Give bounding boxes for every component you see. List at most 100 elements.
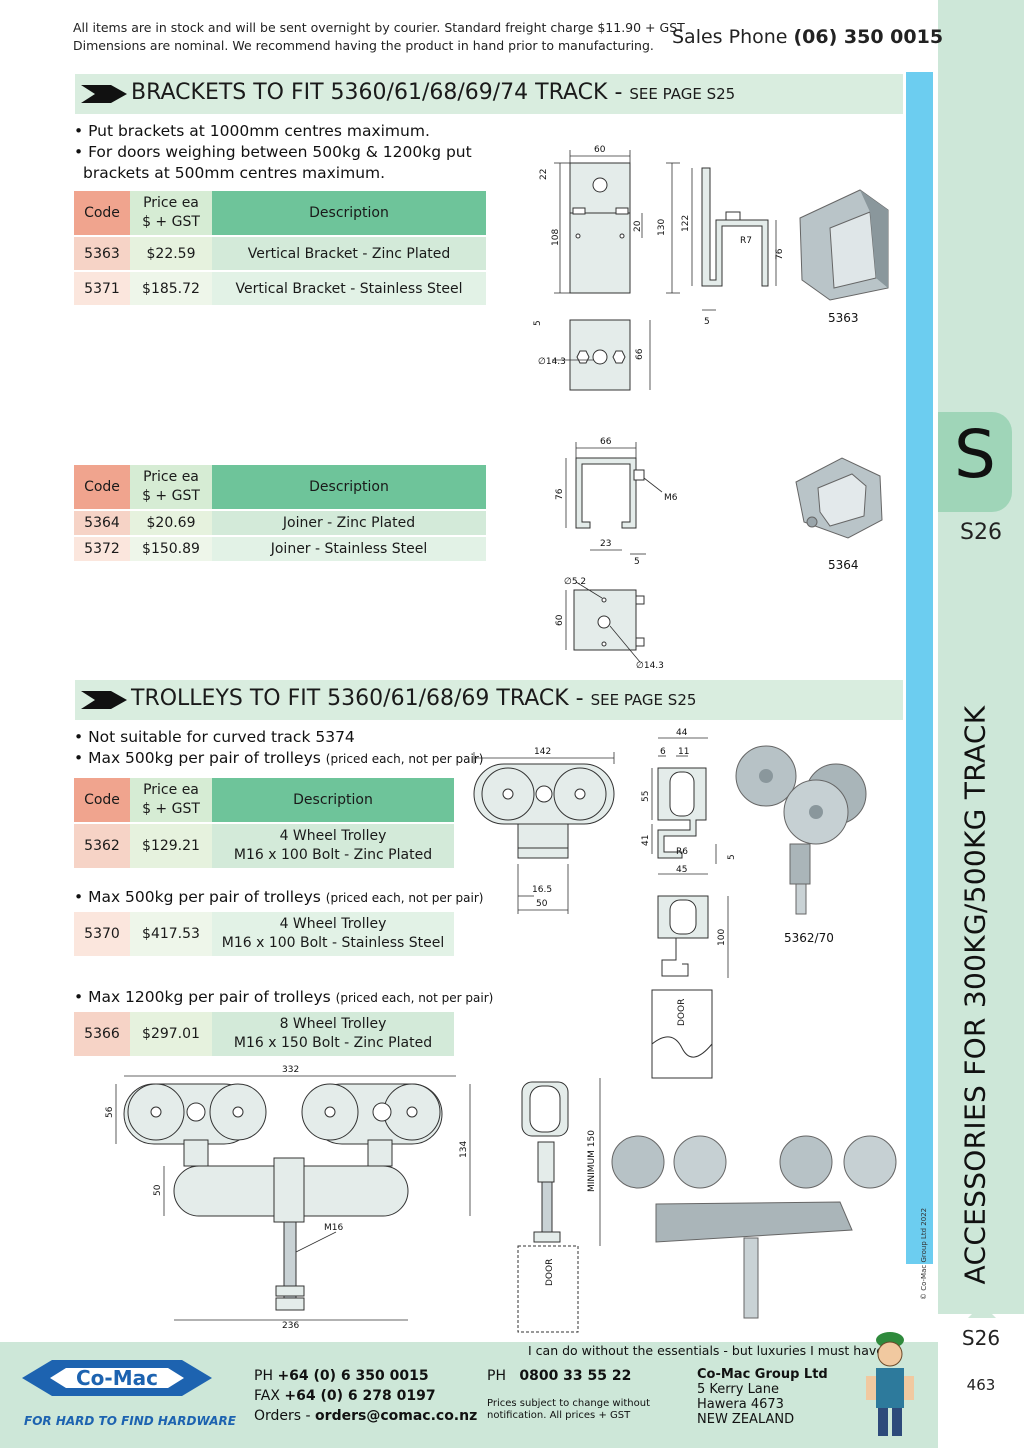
svg-text:122: 122: [681, 215, 691, 232]
col-price-line2: $ + GST: [142, 801, 200, 817]
svg-text:66: 66: [635, 348, 645, 360]
svg-text:5: 5: [727, 854, 737, 860]
page-number: 463: [966, 1376, 996, 1394]
cell-price: $150.89: [130, 537, 212, 561]
cell-price: $129.21: [130, 824, 212, 868]
table-row[interactable]: 5363 $22.59 Vertical Bracket - Zinc Plat…: [74, 237, 486, 270]
orders-email[interactable]: orders@comac.co.nz: [315, 1408, 478, 1424]
bullet-item: brackets at 500mm centres maximum.: [83, 164, 386, 182]
col-description: Description: [212, 778, 454, 822]
fax-line: FAX +64 (0) 6 278 0197: [254, 1386, 477, 1406]
cell-code: 5363: [74, 237, 130, 270]
svg-text:11: 11: [678, 747, 689, 757]
mascot-icon: [866, 1332, 914, 1436]
table-row[interactable]: 5364 $20.69 Joiner - Zinc Plated: [74, 511, 486, 535]
sales-phone: Sales Phone(06) 350 0015: [672, 26, 943, 48]
svg-text:∅5.2: ∅5.2: [564, 577, 586, 587]
brackets-title-text: BRACKETS TO FIT 5360/61/68/69/74 TRACK -: [131, 80, 623, 105]
notice-line-1: All items are in stock and will be sent …: [73, 20, 685, 35]
page-code: S26: [961, 1326, 1001, 1350]
svg-text:60: 60: [555, 614, 565, 626]
svg-text:DOOR: DOOR: [677, 999, 687, 1026]
bullet-item: • Max 500kg per pair of trolleys (priced…: [74, 887, 483, 909]
cell-code: 5362: [74, 824, 130, 868]
svg-text:41: 41: [641, 835, 651, 846]
col-price-line2: $ + GST: [142, 214, 200, 230]
svg-text:DOOR: DOOR: [545, 1259, 555, 1286]
col-price-line1: Price ea: [143, 469, 199, 485]
svg-text:142: 142: [534, 747, 551, 757]
col-price: Price ea$ + GST: [130, 191, 212, 235]
trolleys-see-page: SEE PAGE S25: [590, 691, 697, 709]
arrow-icon: [81, 85, 127, 103]
svg-text:6: 6: [660, 747, 666, 757]
logo-slogan: FOR HARD TO FIND HARDWARE: [24, 1414, 236, 1428]
svg-text:76: 76: [775, 248, 785, 260]
prices-note: Prices subject to change without notific…: [487, 1398, 650, 1422]
desc-line: 8 Wheel Trolley: [279, 1016, 387, 1032]
freephone-number[interactable]: 0800 33 55 22: [519, 1368, 632, 1384]
cell-code: 5371: [74, 272, 130, 305]
svg-text:60: 60: [594, 145, 606, 155]
address-line: Hawera 4673: [697, 1397, 784, 1412]
prices-note-line: Prices subject to change without: [487, 1398, 650, 1409]
col-price-line2: $ + GST: [142, 488, 200, 504]
svg-text:332: 332: [282, 1065, 299, 1075]
table-header-row: Code Price ea$ + GST Description: [74, 465, 486, 509]
svg-text:134: 134: [459, 1141, 469, 1158]
table-row[interactable]: 5371 $185.72 Vertical Bracket - Stainles…: [74, 272, 486, 305]
table-row[interactable]: 5372 $150.89 Joiner - Stainless Steel: [74, 537, 486, 561]
svg-text:5: 5: [533, 320, 543, 326]
bullet-item: • Max 1200kg per pair of trolleys (price…: [74, 987, 493, 1009]
bullet-item: • For doors weighing between 500kg & 120…: [74, 143, 472, 161]
prices-note-line: notification. All prices + GST: [487, 1410, 631, 1421]
bullet-note: (priced each, not per pair): [325, 891, 484, 905]
cell-price: $417.53: [130, 912, 212, 956]
svg-text:R6: R6: [676, 847, 688, 857]
comac-logo[interactable]: Co-Mac FOR HARD TO FIND HARDWARE: [22, 1356, 236, 1428]
joiner-5364-drawing: 66 76 M6 23 5 ∅5.2 60 ∅14.3 5364: [555, 437, 883, 671]
trolleys-title-text: TROLLEYS TO FIT 5360/61/68/69 TRACK -: [131, 686, 584, 711]
svg-text:R7: R7: [740, 236, 752, 246]
side-band: [938, 0, 1024, 1448]
orders-line: Orders - orders@comac.co.nz: [254, 1406, 477, 1426]
bullet-text: • Max 500kg per pair of trolleys: [74, 888, 321, 906]
bullet-item: • Not suitable for curved track 5374: [74, 728, 355, 746]
col-code: Code: [74, 191, 130, 235]
table-header-row: Code Price ea$ + GST Description: [74, 778, 454, 822]
orders-label: Orders -: [254, 1408, 311, 1424]
section-tab[interactable]: [938, 412, 1012, 512]
svg-text:M16: M16: [324, 1223, 343, 1233]
trolley-4w-photo: [735, 745, 867, 915]
col-price: Price ea $ + GST: [130, 465, 212, 509]
cell-code: 5366: [74, 1012, 130, 1056]
joiner-profile: [575, 457, 637, 529]
section-tab-code: S26: [960, 520, 1002, 545]
col-description: Description: [212, 465, 486, 509]
trolley-4w-drawing: 142 16.5 50 44 6 11 55 41 R6 45 5 100 DO…: [473, 728, 867, 1079]
svg-text:76: 76: [555, 488, 565, 500]
fax-label: FAX: [254, 1388, 280, 1404]
phone-number[interactable]: +64 (0) 6 350 0015: [277, 1368, 429, 1384]
svg-text:44: 44: [676, 728, 688, 738]
side-band-bottom: [938, 1314, 1024, 1448]
svg-text:130: 130: [657, 219, 667, 236]
desc-line: 4 Wheel Trolley: [279, 916, 387, 932]
fax-number: +64 (0) 6 278 0197: [284, 1388, 436, 1404]
cell-description: Vertical Bracket - Zinc Plated: [212, 237, 486, 270]
svg-text:MINIMUM 150: MINIMUM 150: [587, 1130, 597, 1192]
desc-line: M16 x 100 Bolt - Zinc Plated: [233, 847, 433, 863]
sales-phone-label: Sales Phone: [672, 26, 788, 48]
sales-phone-number[interactable]: (06) 350 0015: [793, 26, 944, 48]
section-tab-letter: S: [954, 416, 996, 493]
brackets-section-title: BRACKETS TO FIT 5360/61/68/69/74 TRACK -…: [131, 80, 735, 105]
cell-description: Joiner - Zinc Plated: [212, 511, 486, 535]
cell-description: Vertical Bracket - Stainless Steel: [212, 272, 486, 305]
part-label-5363: 5363: [828, 311, 859, 325]
address-line: 5 Kerry Lane: [697, 1382, 780, 1397]
